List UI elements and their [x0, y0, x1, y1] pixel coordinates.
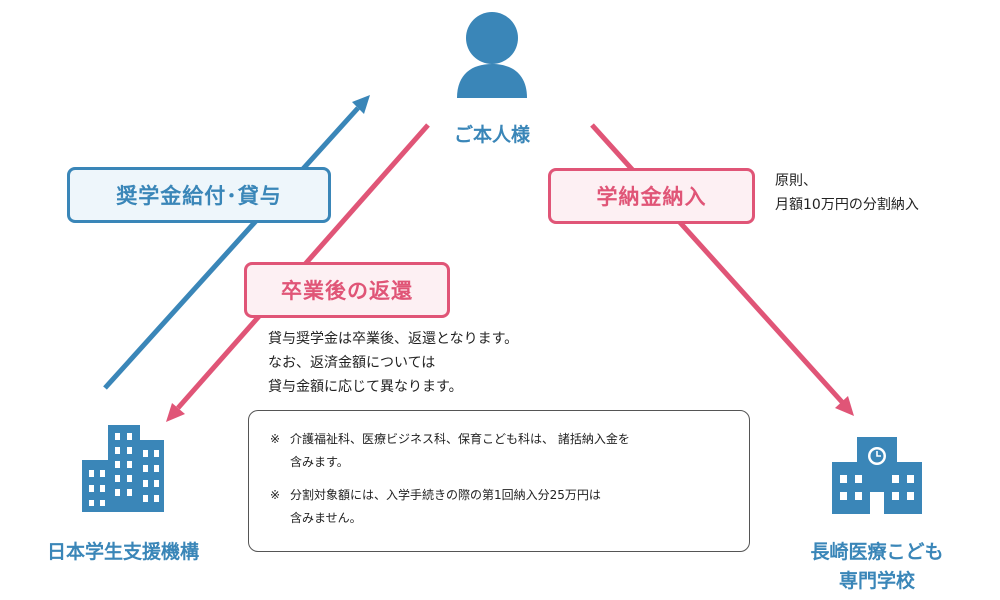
note-2: ※ 分割対象額には、入学手続きの際の第1回納入分25万円は 含みません。	[270, 484, 601, 530]
repayment-note-line3: 貸与金額に応じて異なります。	[268, 379, 463, 395]
person-label: ご本人様	[453, 124, 530, 146]
notes-box	[248, 410, 750, 552]
tuition-tag: 学納金納入	[548, 168, 755, 224]
note-2-line1: 分割対象額には、入学手続きの際の第1回納入分25万円は	[290, 488, 601, 502]
scholarship-tag: 奨学金給付･貸与	[67, 167, 331, 223]
school-label-line1: 長崎医療こども	[810, 541, 944, 563]
note-2-line2: 含みません。	[290, 511, 362, 525]
school-building-clock-icon	[832, 437, 922, 514]
note-1-mark: ※	[270, 432, 281, 446]
jasso-label: 日本学生支援機構	[46, 541, 199, 563]
tuition-note-line2: 月額10万円の分割納入	[775, 197, 919, 213]
repayment-note-line2: なお、返済金額については	[268, 355, 436, 371]
note-1-line2: 含みます。	[290, 455, 349, 469]
repayment-tag: 卒業後の返還	[244, 262, 450, 318]
arrow-scholarship	[103, 106, 360, 390]
arrow-tuition-head	[835, 396, 854, 416]
arrow-scholarship-head	[352, 95, 370, 114]
note-2-mark: ※	[270, 488, 281, 502]
school-label-line2: 専門学校	[838, 570, 915, 592]
note-1: ※ 介護福祉科、医療ビジネス科、保育こども科は、 諸括納入金を 含みます。	[270, 428, 630, 474]
arrow-repayment-head	[166, 403, 185, 422]
tuition-note-line1: 原則、	[775, 173, 817, 189]
note-1-line1: 介護福祉科、医療ビジネス科、保育こども科は、 諸括納入金を	[290, 432, 630, 446]
office-building-icon	[82, 425, 164, 512]
arrow-tuition	[590, 123, 844, 404]
person-icon	[457, 12, 527, 98]
repayment-note-line1: 貸与奨学金は卒業後、返還となります。	[268, 331, 519, 347]
